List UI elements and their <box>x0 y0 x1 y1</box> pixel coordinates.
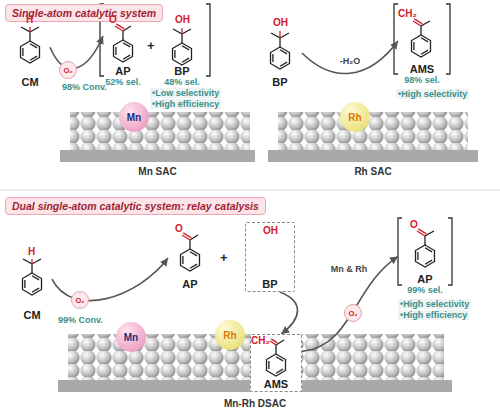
atom-label: H <box>28 246 35 258</box>
node-label: AP <box>182 278 197 290</box>
arrow-label: Mn & Rh <box>330 264 369 274</box>
node-label: CM <box>23 309 40 321</box>
atom-label: H <box>26 14 33 26</box>
node-label: Rh <box>348 112 361 123</box>
reaction-arrow <box>302 256 398 351</box>
molecule-node: BP <box>258 18 302 88</box>
reaction-arrow <box>50 36 103 69</box>
node-label: AP <box>115 65 130 77</box>
atom-label: CH₂ <box>251 335 270 347</box>
catalyst-surface: Mn SAC Mn <box>55 100 260 178</box>
conversion-value: 98% Conv. <box>62 82 107 92</box>
node-label: Rh SAC <box>354 166 391 178</box>
note-text: •Low selectivity <box>150 88 221 98</box>
node-label: Mn SAC <box>138 166 176 178</box>
node-label: AP <box>417 273 432 285</box>
note-text: •High selectivity <box>396 89 469 99</box>
oxygen-circle: O₂ <box>344 304 362 322</box>
note-text: •High efficiency <box>150 99 221 109</box>
atom-label: CH₂ <box>398 8 417 20</box>
selectivity-value: 99% sel. <box>407 285 443 296</box>
node-label: CM <box>21 76 38 88</box>
oxygen-circle: O₂ <box>59 61 77 79</box>
node-label: BP <box>262 278 277 290</box>
node-label: Rh <box>223 330 236 341</box>
note-text: •High efficiency <box>398 310 469 320</box>
molecule-node: AP <box>168 226 212 290</box>
node-label: BP <box>174 65 189 77</box>
node-label: O₂ <box>63 66 72 75</box>
catalyst-surface: Rh SAC Rh <box>268 100 478 178</box>
catalyst-slabs <box>58 112 478 392</box>
note-text: •High selectivity <box>398 299 471 309</box>
selectivity-value: 98% sel. <box>404 75 440 86</box>
atom-label: O <box>175 223 183 235</box>
node-label: AMS <box>264 378 288 390</box>
mn-atom: Mn <box>119 102 149 132</box>
panel-heading-box: Dual single-atom catalytic system: relay… <box>5 197 266 215</box>
atom-label: O <box>109 14 117 26</box>
rh-atom: Rh <box>340 102 370 132</box>
atom-label: OH <box>175 14 190 26</box>
node-label: Mn-Rh DSAC <box>224 398 286 410</box>
reaction-arrow <box>280 292 297 334</box>
node-label: Mn <box>124 332 138 343</box>
reaction-arrow <box>52 258 168 301</box>
selectivity-value: 48% sel. <box>164 77 200 88</box>
atom-label: OH <box>263 225 278 237</box>
plus-sign: + <box>220 250 228 265</box>
plus-sign: + <box>147 38 155 53</box>
node-label: O₂ <box>348 309 357 318</box>
atom-label: O <box>410 219 418 231</box>
panel-divider <box>0 190 500 191</box>
node-label: AMS <box>410 63 434 75</box>
conversion-value: 99% Conv. <box>58 315 103 325</box>
oxygen-circle: O₂ <box>71 291 89 309</box>
node-label: Mn <box>127 112 141 123</box>
reaction-arrow <box>302 41 398 74</box>
node-label: Single-atom catalytic system <box>12 7 156 19</box>
selectivity-value: 52% sel. <box>105 77 141 88</box>
arrow-label: -H₂O <box>339 56 362 66</box>
node-label: O₂ <box>75 296 84 305</box>
atom-label: OH <box>273 17 288 29</box>
molecule-node: CM <box>10 14 50 88</box>
mn-atom: Mn <box>116 322 146 352</box>
rh-atom: Rh <box>215 320 245 350</box>
molecule-node: AP99% sel. <box>398 224 452 296</box>
node-label: BP <box>272 76 287 88</box>
molecules <box>21 19 435 295</box>
node-label: Dual single-atom catalytic system: relay… <box>12 200 259 212</box>
